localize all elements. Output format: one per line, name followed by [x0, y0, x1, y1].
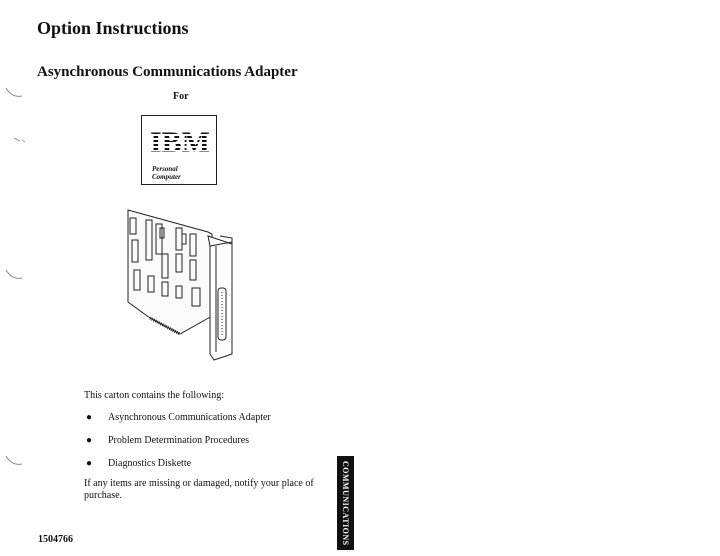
bullet-icon: ● — [86, 458, 93, 469]
ibm-logo-box: IBM Personal Computer — [141, 115, 217, 185]
logo-caption: Personal Computer — [152, 165, 181, 181]
bullet-icon: ● — [86, 435, 93, 446]
list-item: ● Problem Determination Procedures — [86, 435, 249, 446]
list-item: ● Diagnostics Diskette — [86, 458, 191, 469]
missing-items-note: If any items are missing or damaged, not… — [84, 478, 314, 501]
product-subtitle: Asynchronous Communications Adapter — [37, 64, 298, 80]
list-item-label: Problem Determination Procedures — [108, 435, 250, 446]
adapter-card-illustration — [127, 209, 233, 361]
document-number: 1504766 — [38, 534, 73, 545]
list-item-label: Diagnostics Diskette — [108, 458, 192, 469]
logo-line-personal: Personal — [152, 165, 178, 173]
for-label: For — [173, 91, 189, 102]
ibm-logo-icon: IBM — [148, 126, 212, 159]
logo-line-computer: Computer — [152, 173, 181, 181]
bullet-icon: ● — [86, 412, 93, 423]
section-tab-label: COMMUNICATIONS — [341, 460, 350, 546]
contents-intro: This carton contains the following: — [84, 390, 224, 401]
list-item: ● Asynchronous Communications Adapter — [86, 412, 271, 423]
list-item-label: Asynchronous Communications Adapter — [108, 412, 271, 423]
binder-marks — [5, 87, 26, 465]
page-title: Option Instructions — [37, 18, 189, 38]
section-tab: COMMUNICATIONS — [337, 456, 354, 550]
